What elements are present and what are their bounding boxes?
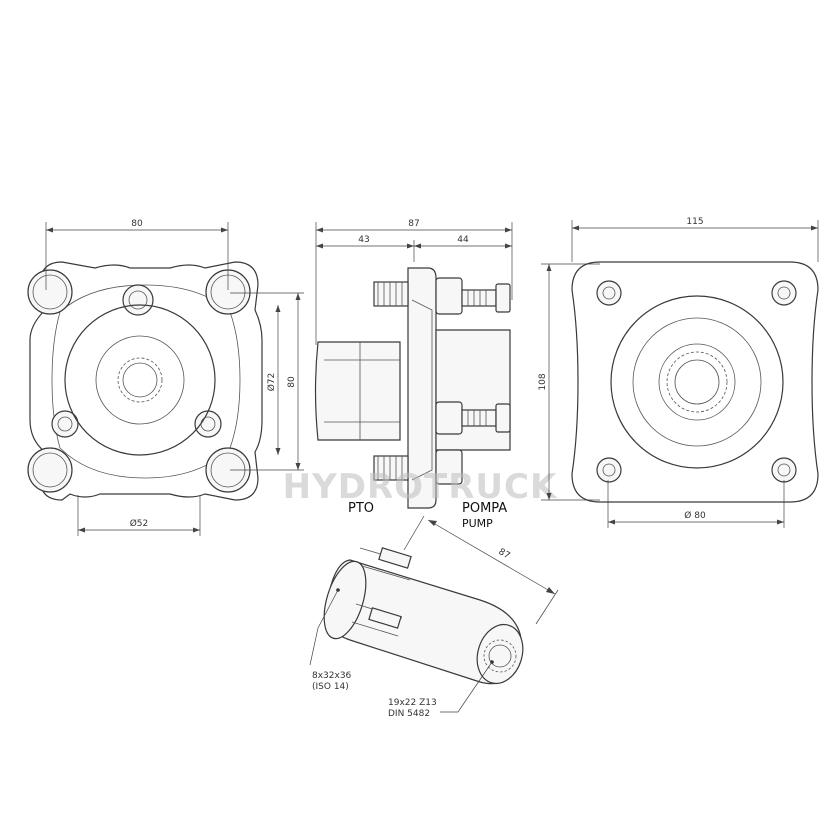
front-boss-right (194, 410, 222, 438)
rear-bolt-tr (771, 280, 797, 306)
side-stud-upper-left (373, 281, 409, 307)
side-left-label: 43 (358, 235, 369, 245)
coupling-output-spline (483, 639, 517, 673)
side-view: 87 43 44 PTO P (314, 219, 513, 530)
rear-width-label: 115 (686, 217, 703, 227)
front-bore-label: Ø72 (266, 373, 277, 392)
front-boss-left (51, 410, 79, 438)
front-bolt-bl (27, 447, 73, 493)
rear-view: 115 108 Ø 80 (538, 217, 819, 528)
watermark: HYDROTRUCK (283, 467, 558, 507)
spline-out-spec-1: 19x22 Z13 (388, 698, 437, 708)
coupling-length-label: 87 (497, 547, 512, 561)
front-hub-outer (64, 304, 216, 456)
side-flange-plate (407, 267, 437, 509)
side-nut-lower-a (435, 401, 463, 435)
front-inner-ring (51, 284, 241, 479)
front-boss-top (122, 284, 154, 316)
pompa-label: POMPA (462, 501, 507, 516)
coupling-output-end (476, 623, 524, 685)
front-width-label: 80 (131, 219, 143, 229)
spline-out-spec-2: DIN 5482 (388, 709, 430, 719)
rear-bolt-tl (596, 280, 622, 306)
pump-label: PUMP (462, 517, 493, 530)
rear-hub-outer (610, 295, 784, 469)
front-view: 80 80 Ø72 Ø52 (27, 219, 304, 536)
front-bolt-tl (27, 269, 73, 315)
rear-flange-outline (571, 261, 819, 503)
front-height-label: 80 (287, 376, 297, 388)
rear-bolt-circle-label: Ø 80 (684, 510, 706, 521)
side-nut-upper (435, 277, 463, 315)
front-pilot-label: Ø52 (130, 518, 149, 529)
spline-in-spec-2: (ISO 14) (312, 682, 349, 692)
front-spline (117, 357, 163, 403)
side-stud-upper-right (461, 289, 497, 307)
side-shaft-sleeve (314, 341, 401, 441)
side-nut-lower-b (435, 449, 463, 485)
coupling-view: 87 8x32x36 (ISO 14) 19x22 Z13 DIN 5482 (309, 515, 559, 719)
side-total-label: 87 (408, 219, 419, 229)
rear-bolt-br (771, 457, 797, 483)
rear-height-label: 108 (538, 373, 548, 390)
coupling-input-end (323, 560, 367, 640)
pto-label: PTO (348, 501, 374, 516)
side-stud-lower-right (461, 409, 497, 427)
front-hub-mid (95, 335, 185, 425)
rear-bolt-bl (596, 457, 622, 483)
spline-in-spec-1: 8x32x36 (312, 671, 352, 681)
side-right-label: 44 (457, 235, 469, 245)
rear-spline-ring (658, 343, 736, 421)
